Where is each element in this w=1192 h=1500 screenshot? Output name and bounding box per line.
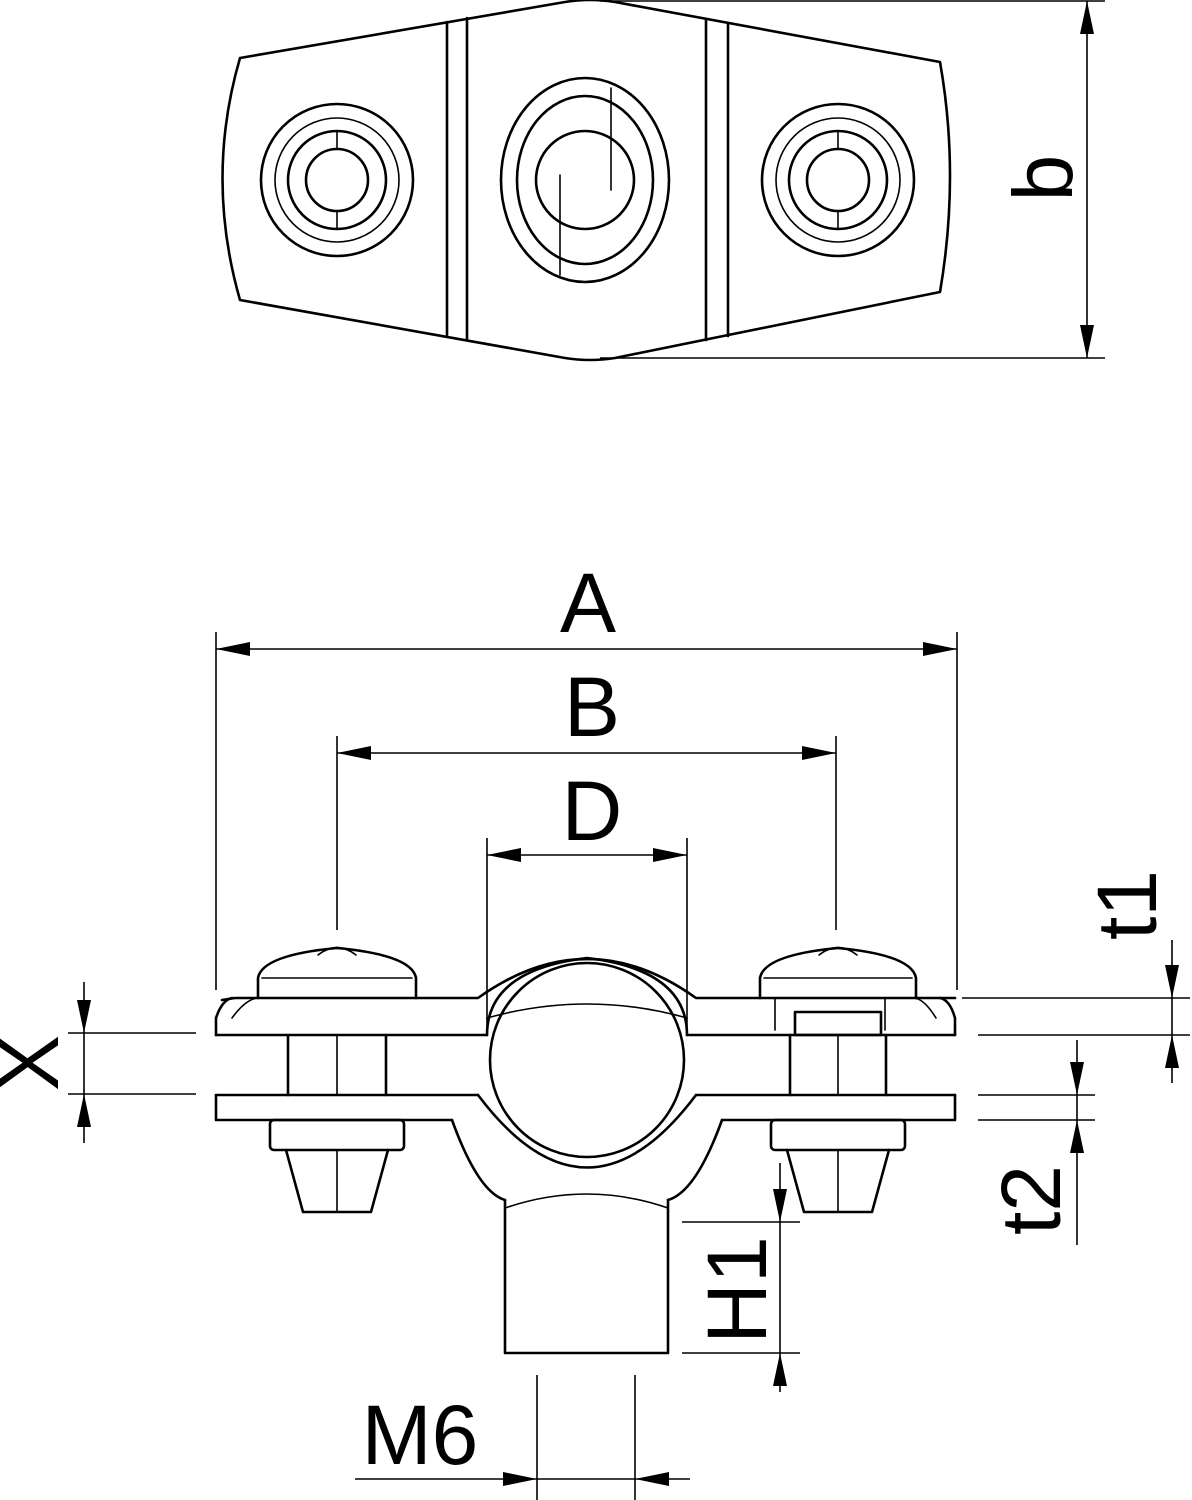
dim-label-x: X: [0, 1035, 76, 1091]
plate-ribs: [445, 16, 730, 342]
right-screw: [758, 946, 918, 1214]
dim-label-h1: H1: [690, 1236, 784, 1343]
center-pipe-hole: [499, 76, 671, 284]
dimension-b: b: [600, 0, 1105, 359]
dimension-m6: M6: [355, 1375, 690, 1500]
dim-label-a: A: [560, 556, 616, 650]
lower-strap: [214, 1093, 957, 1202]
m6-stem: [503, 1193, 670, 1355]
dim-label-b-spacing: B: [564, 660, 620, 754]
dimension-h1: H1: [682, 1163, 800, 1392]
dimension-b-spacing: B: [336, 660, 837, 930]
upper-strap: [214, 956, 957, 1037]
dim-label-m6: M6: [362, 1388, 479, 1482]
dimension-a: A: [215, 556, 958, 990]
top-view: b: [221, 0, 1105, 362]
pipe-bore: [488, 961, 686, 1159]
right-screw-hole: [760, 102, 916, 258]
dimension-x: X: [0, 982, 196, 1143]
left-screw: [256, 946, 418, 1214]
dimension-d: D: [486, 764, 688, 1035]
plate-outline: [221, 0, 952, 362]
side-view: A B D X: [0, 556, 1190, 1500]
dim-label-b: b: [996, 155, 1090, 202]
dim-label-d: D: [562, 764, 623, 858]
left-screw-hole: [259, 102, 415, 258]
dimension-t1: t1: [962, 870, 1190, 1083]
dim-label-t1: t1: [1080, 870, 1174, 940]
dimension-t2: t2: [978, 1040, 1095, 1245]
dim-label-t2: t2: [984, 1165, 1078, 1235]
